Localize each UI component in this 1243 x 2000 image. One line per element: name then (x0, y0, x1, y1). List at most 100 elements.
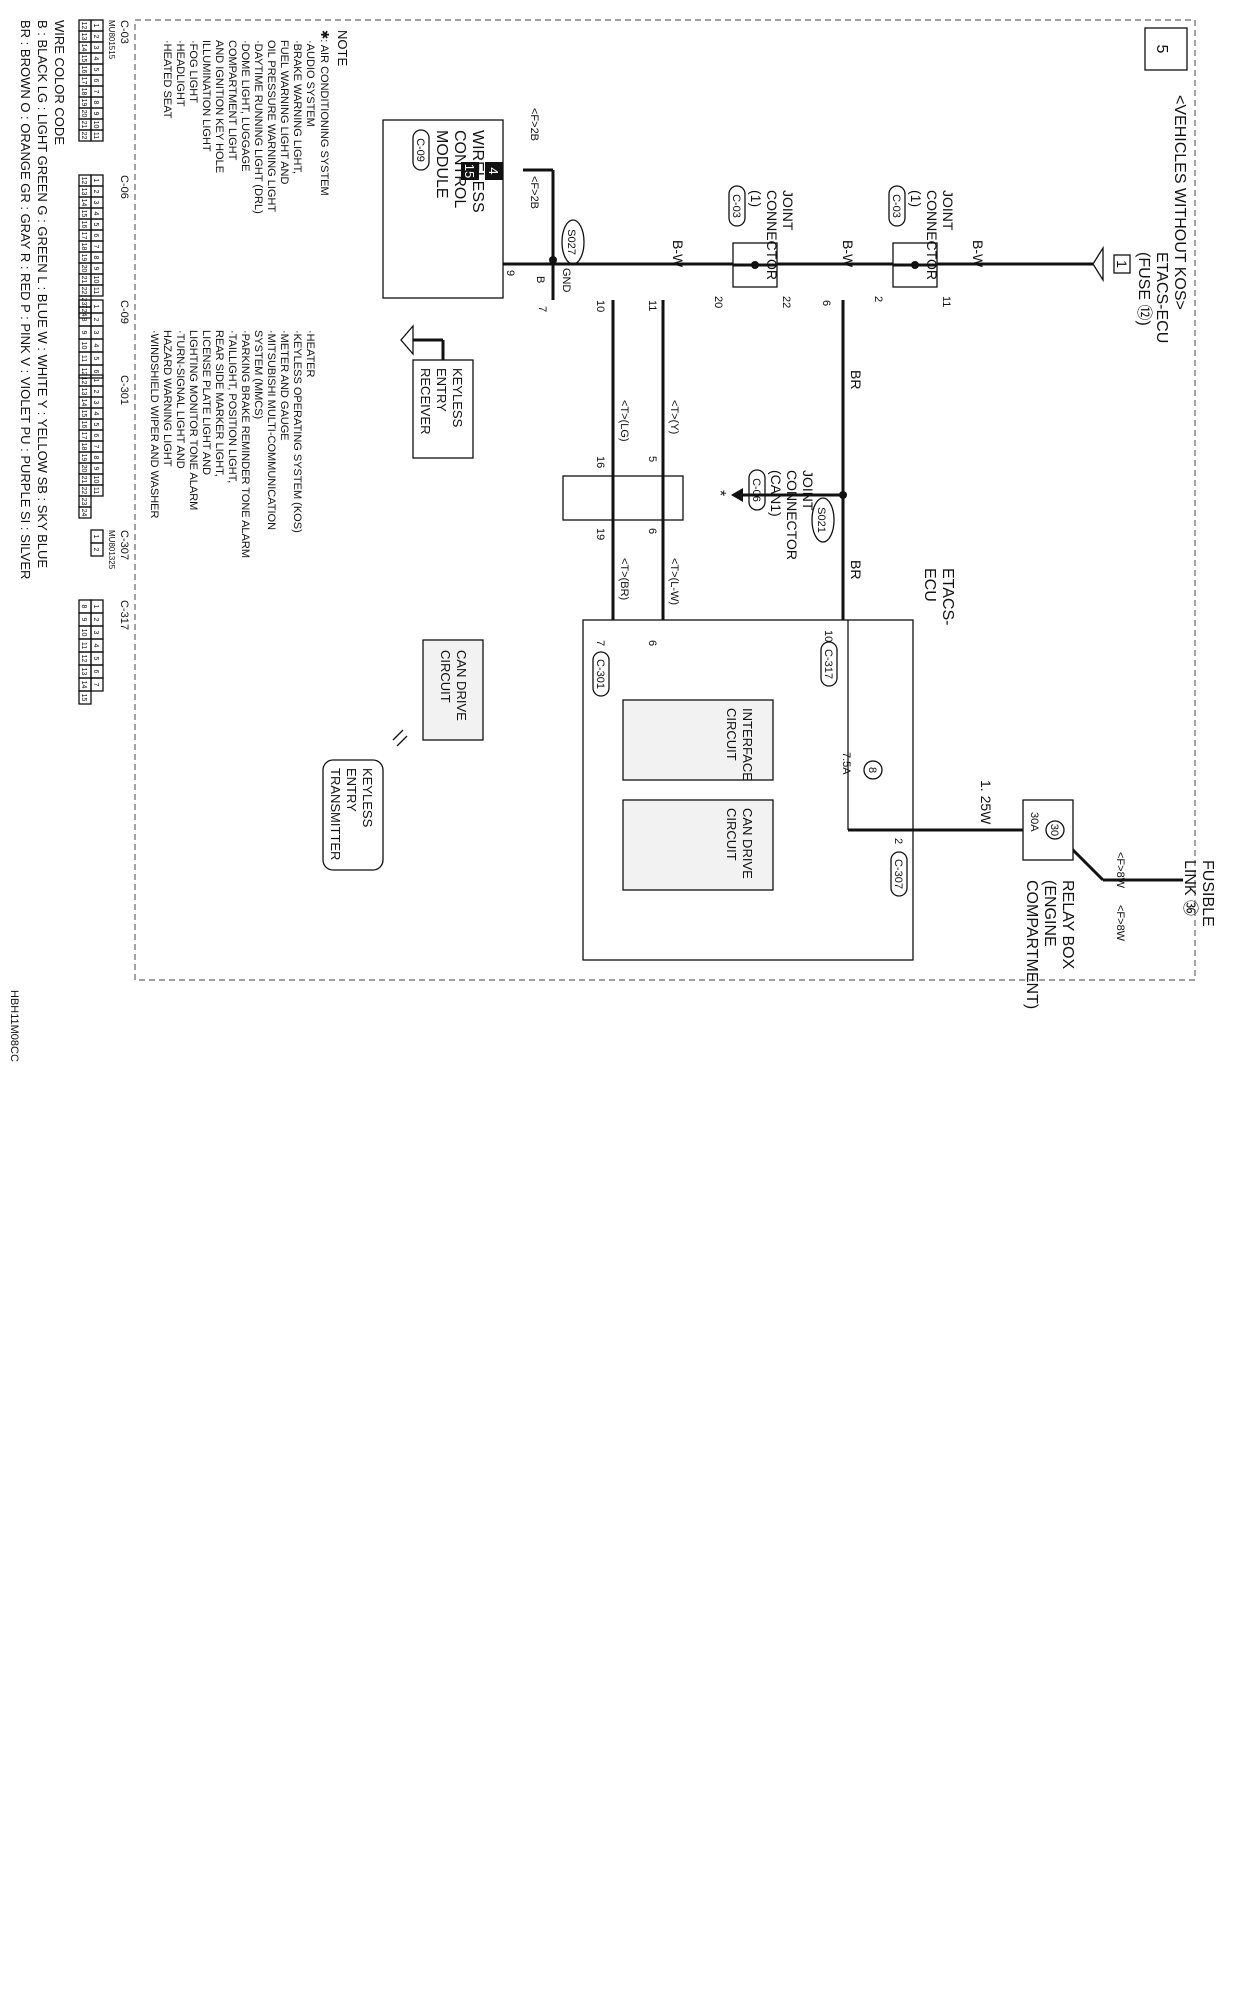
etacs-interface-circuit (622, 699, 774, 781)
connector-pin-number: 8 (80, 605, 87, 609)
connector-pin-number: 21 (80, 476, 87, 484)
note-item: FUEL WARNING LIGHT AND (278, 40, 290, 185)
connector-pin-cell (78, 129, 92, 142)
connector-pin-number: 13 (80, 33, 87, 41)
connector-pin-number: 19 (80, 254, 87, 262)
star-mark: * (711, 490, 728, 496)
etacs-label-2: ECU (921, 568, 938, 602)
fusible-label-1: FUSIBLE (1199, 860, 1216, 927)
connector-pin-number: 24 (80, 509, 87, 517)
wcm-pin-6: 6 (820, 300, 832, 306)
fusible-tag-left: <F>8W (1114, 852, 1126, 889)
connector-pin-number: 10 (80, 629, 87, 637)
note-item: ·METER AND GAUGE (278, 330, 290, 441)
etacs-conn-301: C-301 (594, 659, 606, 689)
jc1-pin-b: 2 (872, 296, 884, 302)
note-item: ILLUMINATION LIGHT (200, 40, 212, 152)
connector-pin-number: 3 (92, 631, 99, 635)
etacs-can-drive-circuit (622, 799, 774, 891)
wire-color-code-title: WIRE COLOR CODE (52, 20, 67, 145)
connector-pin-number: 21 (80, 121, 87, 129)
connector-pin-number: 1 (92, 24, 99, 28)
connector-pin-number: 17 (80, 432, 87, 440)
splice-s021 (811, 497, 835, 543)
connector-pin-number: 12 (80, 22, 87, 30)
connector-pin-number: 9 (80, 618, 87, 622)
relay-fuse-no: 30 (1048, 824, 1060, 836)
splice-s027 (561, 219, 585, 265)
connector-pin-number: 5 (92, 657, 99, 661)
connector-pin-number: 9 (92, 267, 99, 271)
connector-pin-number: 19 (80, 99, 87, 107)
etacs-pin-6: 6 (646, 640, 658, 646)
fuse-label-1: ETACS-ECU (1153, 252, 1170, 343)
etacs-label-1: ETACS- (939, 568, 956, 625)
fuse-terminal: 1 (1114, 260, 1130, 268)
connector-pin-number: 13 (80, 388, 87, 396)
connector-pin-number: 22 (80, 132, 87, 140)
connector-pin-number: 3 (92, 401, 99, 405)
note-item: ·AUDIO SYSTEM (304, 40, 316, 127)
wire-label-br-1: BR (848, 560, 864, 579)
note-item: SYSTEM (MMCS) (252, 330, 264, 419)
transmitter-label-3: TRANSMITTER (328, 768, 343, 860)
jc-can-connector: C-06 (750, 478, 762, 502)
connector-pin-number: 18 (80, 243, 87, 251)
fuse-terminal-box (1113, 254, 1131, 274)
connector-view-name: C-317 (118, 600, 130, 630)
connector-view-name: C-307 (118, 530, 130, 560)
connector-pin-number: 9 (92, 467, 99, 471)
interface-label-1: INTERFACE (740, 708, 755, 781)
connector-pin-number: 2 (92, 390, 99, 394)
connector-pin-number: 14 (80, 399, 87, 407)
note-item: ·TURN-SIGNAL LIGHT AND (174, 330, 186, 469)
connector-pin-number: 4 (92, 644, 99, 648)
connector-view-name: C-03 (118, 20, 130, 44)
jc2-pin-b: 20 (712, 296, 724, 308)
jc1-pin-a: 11 (940, 296, 952, 307)
jc2-connector: C-03 (730, 194, 742, 218)
connector-pin-number: 3 (92, 46, 99, 50)
transmitter-label-2: ENTRY (344, 768, 359, 812)
note-star: ✱: AIR CONDITIONING SYSTEM (318, 30, 330, 196)
receiver-label-3: RECEIVER (418, 368, 433, 434)
etacs-fuse-amp: 7.5A (840, 752, 852, 775)
connector-pin-number: 11 (92, 287, 99, 294)
frame-border (134, 19, 1196, 981)
ground-4: 4 (486, 167, 501, 174)
wire-label-125w: 1. 25W (978, 780, 994, 825)
interface-label-2: CIRCUIT (724, 708, 739, 761)
wcm-pin-7: 7 (536, 306, 548, 312)
connector-part-number: MU801325 (107, 530, 116, 570)
connector-pin-number: 18 (80, 443, 87, 451)
note-item: AND IGNITION KEY HOLE (213, 40, 225, 173)
connector-pin-number: 23 (80, 298, 87, 306)
keyless-entry-transmitter (322, 759, 384, 871)
note-item: REAR SIDE MARKER LIGHT, (213, 330, 225, 477)
jc1-label-2: CONNECTOR (924, 190, 940, 280)
etacs-can-label-2: CIRCUIT (724, 808, 739, 861)
splice-s027-label: S027 (565, 229, 577, 255)
connector-pin-number: 12 (80, 177, 87, 185)
connector-pin-number: 2 (92, 548, 99, 552)
connector-view-name: C-301 (118, 375, 130, 405)
note-item: ·HEATED SEAT (161, 40, 173, 119)
connector-pin-number: 2 (92, 318, 99, 322)
connector-pin-number: 20 (80, 110, 87, 118)
connector-pin-number: 1 (92, 605, 99, 609)
connector-pin-number: 7 (92, 445, 99, 449)
wcm-pin-9: 9 (504, 270, 516, 276)
jc-can-label-3: (CAN1) (768, 470, 784, 517)
wire-color-code-line-2: BR : BROWN O : ORANGE GR : GRAY R : RED … (18, 20, 33, 579)
wcm-pin-11: 11 (646, 300, 658, 311)
note-item: ·KEYLESS OPERATING SYSTEM (KOS) (291, 330, 303, 533)
note-item: LIGHTING MONITOR TONE ALARM (187, 330, 199, 510)
connector-pin-number: 18 (80, 88, 87, 96)
note-title: NOTE (335, 30, 350, 66)
jc2-label-2: CONNECTOR (764, 190, 780, 280)
connector-pin-number: 8 (92, 456, 99, 460)
note-column-1: ·AUDIO SYSTEM ·BRAKE WARNING LIGHT, FUEL… (161, 40, 316, 214)
connector-pin-number: 17 (80, 77, 87, 85)
connector-pin-number: 6 (92, 670, 99, 674)
